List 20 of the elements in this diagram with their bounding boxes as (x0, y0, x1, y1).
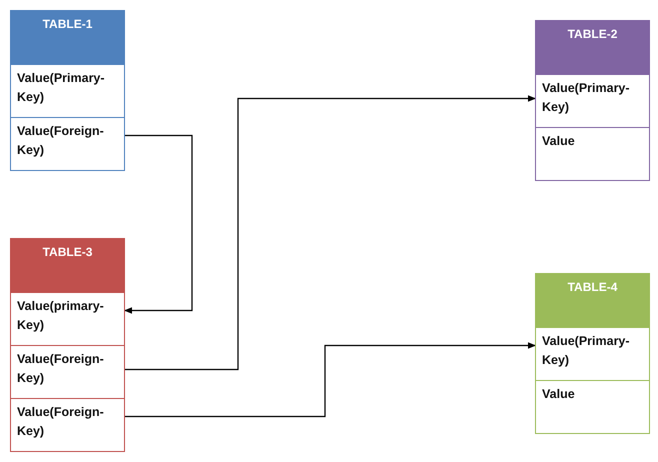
field-label: Value(Primary-Key) (542, 333, 631, 369)
table-header: TABLE-3 (11, 239, 124, 292)
table-header: TABLE-2 (536, 21, 649, 74)
field-label: Value(Foreign-Key) (17, 123, 105, 159)
field-label: Value(Primary-Key) (542, 80, 631, 116)
field-label: Value(Foreign-Key) (17, 351, 105, 387)
field-label: Value(Primary-Key) (17, 70, 106, 106)
table (535, 273, 650, 434)
field-label: Value(Foreign-Key) (17, 404, 105, 440)
table-header: TABLE-1 (11, 11, 124, 64)
field-label: Value(primary-Key) (17, 298, 105, 334)
table (535, 20, 650, 181)
arrow (124, 342, 536, 418)
table (10, 10, 125, 171)
field-label: Value (542, 386, 575, 403)
table-header: TABLE-4 (536, 274, 649, 327)
table (10, 238, 125, 452)
field-label: Value (542, 133, 575, 150)
arrow (124, 95, 536, 370)
arrow (124, 134, 193, 314)
